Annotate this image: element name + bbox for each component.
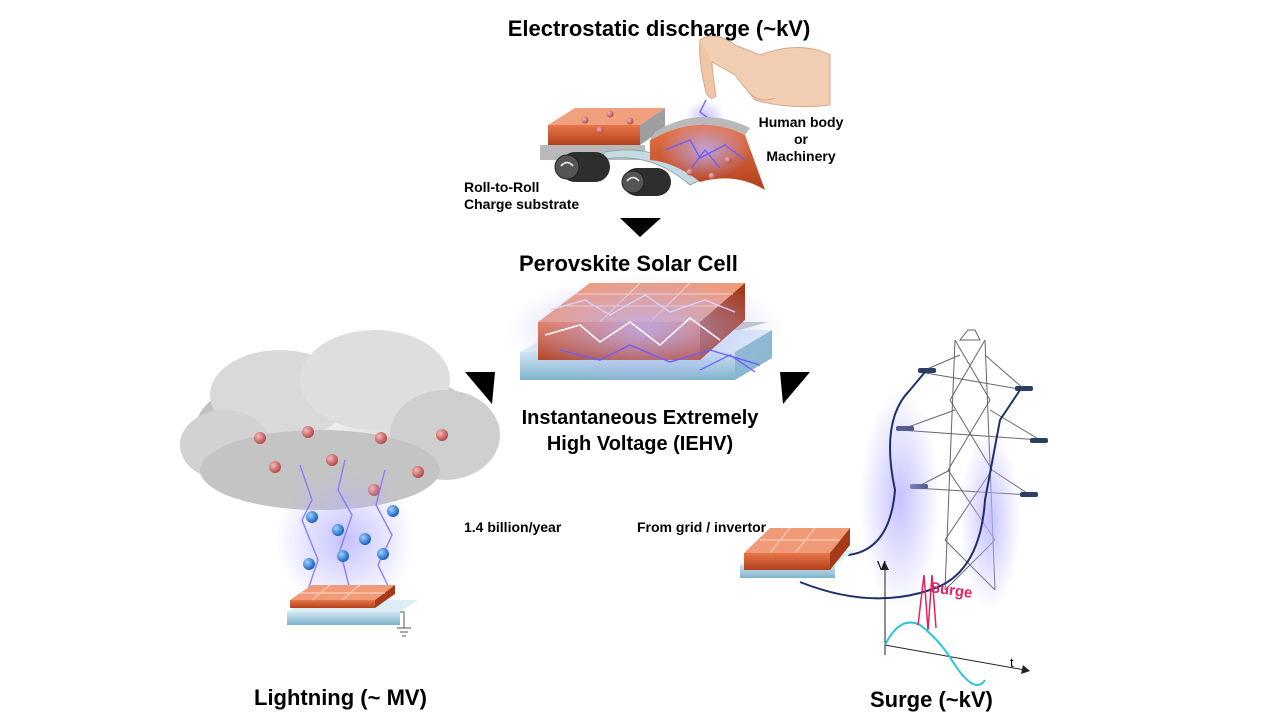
center-subtitle-line-1: Instantaneous Extremely <box>521 407 759 429</box>
esd-scene <box>540 35 831 196</box>
negative-charges <box>303 505 399 570</box>
roll-label-line-1: Roll-to-Roll <box>464 179 540 195</box>
surge-source-label: From grid / invertor <box>637 519 767 535</box>
center-subtitle-line-2: High Voltage (IEHV) <box>546 433 734 455</box>
center-subtitle: Instantaneous Extremely High Voltage (IE… <box>500 405 780 457</box>
plot-axis-t: t <box>1010 655 1014 670</box>
roller-icon <box>554 152 671 196</box>
hand-icon <box>699 35 831 108</box>
waveform-line <box>884 621 986 686</box>
lightning-rate-label: 1.4 billion/year <box>464 519 562 535</box>
roll-label: Roll-to-Roll Charge substrate <box>464 179 579 213</box>
human-label: Human body or Machinery <box>752 114 850 165</box>
lightning-scene <box>180 330 500 637</box>
human-label-line-1: Human body <box>758 114 844 130</box>
surge-cell-icon <box>740 527 855 578</box>
center-title: Perovskite Solar Cell <box>519 251 738 276</box>
surge-plot <box>881 562 1030 686</box>
human-label-line-3: Machinery <box>766 148 836 164</box>
surge-title: Surge (~kV) <box>870 687 993 712</box>
surge-spike <box>917 574 937 631</box>
arrow-right-icon <box>780 372 810 404</box>
plot-axis-v: V <box>877 558 886 573</box>
esd-title: Electrostatic discharge (~kV) <box>507 16 811 41</box>
perovskite-cell-icon <box>505 275 785 385</box>
arrow-left-icon <box>465 372 495 404</box>
cloud-icon <box>180 330 500 510</box>
ground-icon <box>397 611 411 637</box>
curved-substrate-icon <box>598 116 765 190</box>
lightning-cell-icon <box>287 584 418 625</box>
human-label-line-2: or <box>794 131 808 147</box>
surge-scene <box>740 329 1048 686</box>
lightning-title: Lightning (~ MV) <box>254 685 427 710</box>
arrow-down-icon <box>620 218 661 237</box>
roll-label-line-2: Charge substrate <box>464 196 580 212</box>
